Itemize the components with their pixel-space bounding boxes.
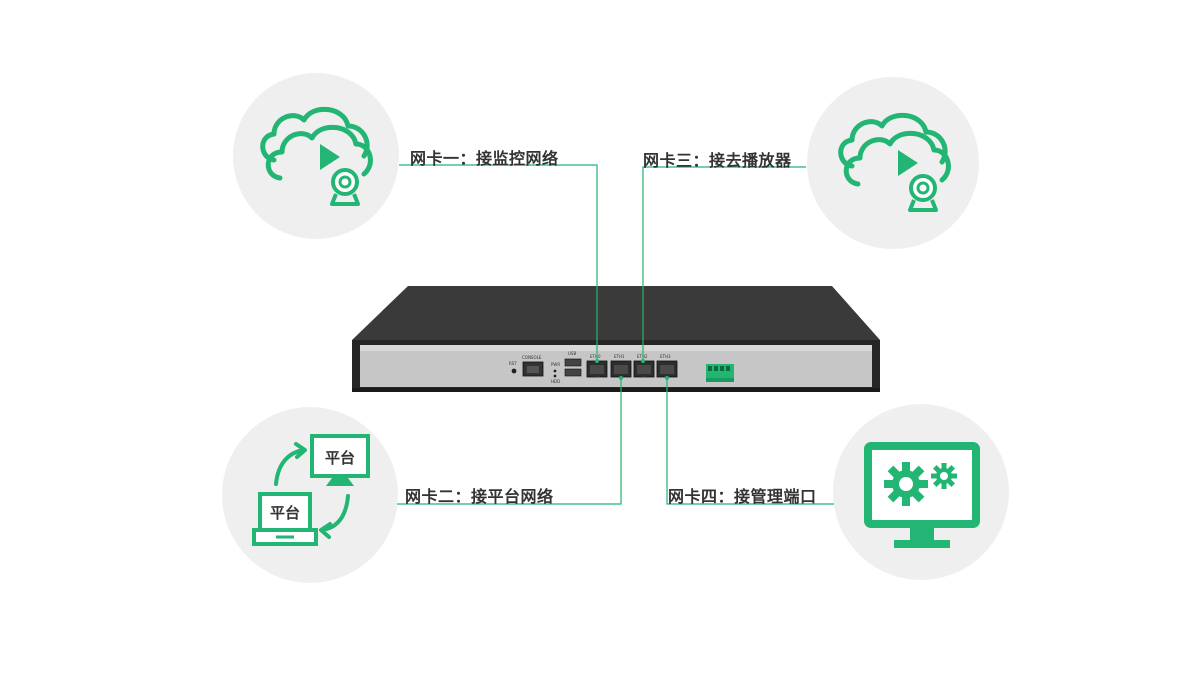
hdd-led <box>553 374 557 378</box>
hdd-label: HDD <box>551 379 560 384</box>
eth1-port[interactable] <box>610 360 632 378</box>
pwr-label: PWR <box>551 362 560 367</box>
device-top-surface <box>352 286 880 340</box>
pwr-led <box>553 369 557 373</box>
platform-text-monitor: 平台 <box>325 449 355 467</box>
usb-label: USB <box>568 351 576 356</box>
label-nic1: 网卡一：接监控网络 <box>410 149 559 168</box>
connector-nic1 <box>399 164 598 361</box>
rst-label: RST <box>509 361 517 366</box>
label-nic2: 网卡二：接平台网络 <box>405 487 554 506</box>
network-device: RST CONSOLE PWR HDD USB ETH0 <box>352 286 880 392</box>
eth1-label: ETH1 <box>614 354 625 359</box>
eth3-port[interactable] <box>656 360 678 378</box>
rst-button[interactable] <box>511 368 517 374</box>
cloud-play-webcam-icon <box>260 106 373 206</box>
usb-port-2[interactable] <box>564 368 582 377</box>
platform-sync-icon: 平台 平台 <box>252 434 370 546</box>
monitor-gears-icon <box>864 442 980 548</box>
platform-text-laptop: 平台 <box>270 504 300 522</box>
connector-lines <box>397 164 834 505</box>
eth0-label: ETH0 <box>590 354 601 359</box>
terminal-block <box>706 364 734 382</box>
usb-port-1[interactable] <box>564 358 582 367</box>
console-label: CONSOLE <box>522 355 542 360</box>
connector-nic3 <box>642 166 806 361</box>
connector-nic2 <box>397 378 622 505</box>
eth3-label: ETH3 <box>660 354 671 359</box>
cloud-play-webcam-icon <box>838 112 951 212</box>
label-nic3: 网卡三：接去播放器 <box>643 151 792 170</box>
connector-nic4 <box>666 378 834 505</box>
eth2-port[interactable] <box>633 360 655 378</box>
eth0-port[interactable] <box>586 360 608 378</box>
label-nic4: 网卡四：接管理端口 <box>668 487 817 506</box>
